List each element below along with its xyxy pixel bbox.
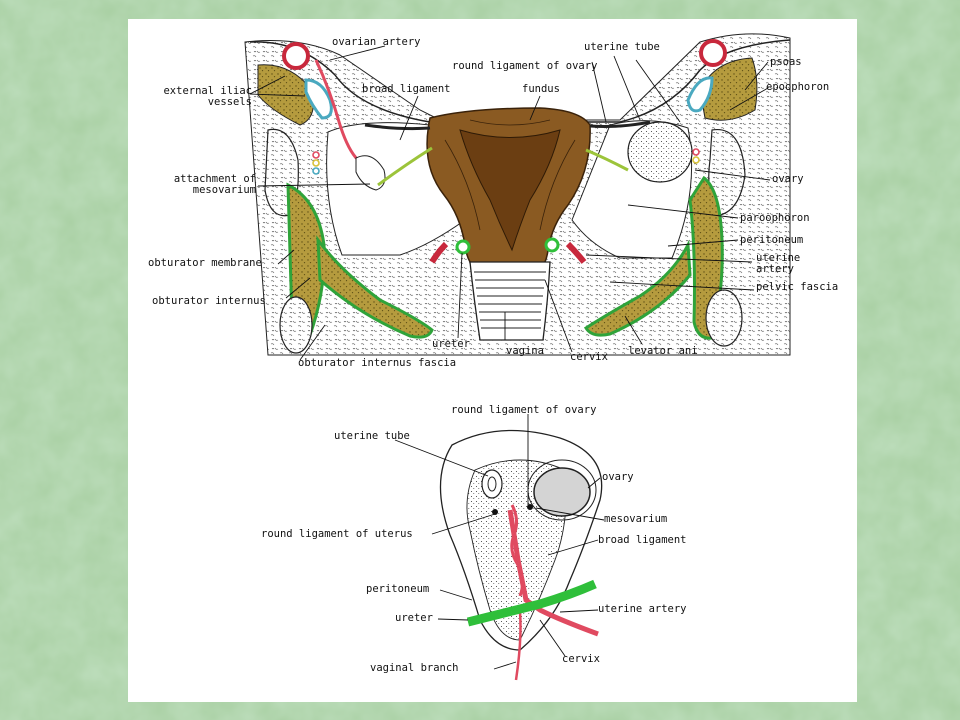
vagina <box>469 261 551 341</box>
label-round-ligament-of-ovary-top: round ligament of ovary <box>452 60 598 72</box>
ovary-left <box>355 155 386 191</box>
obturator-vessel-left-c <box>312 167 320 175</box>
label-paroophoron: paroophoron <box>740 212 810 224</box>
psoas-muscle-right <box>699 57 758 121</box>
label-peritoneum-bottom: peritoneum <box>366 583 430 595</box>
uterine-artery-left <box>429 241 449 264</box>
top-diagram <box>244 33 791 361</box>
label-obturator-internus: obturator internus <box>152 295 266 307</box>
label-uterine: uterine <box>756 252 801 264</box>
obturator-vessel-right-b <box>692 156 700 164</box>
external-iliac-artery-right <box>699 39 727 67</box>
vaginal-rugae <box>474 271 546 329</box>
label-peritoneum-top: peritoneum <box>740 234 804 246</box>
label-broad-ligament-top: broad ligament <box>362 83 451 95</box>
uterine-wall-lines <box>444 119 576 231</box>
label-levator-ani: levator ani <box>628 345 698 357</box>
ureter-vessel <box>466 579 597 627</box>
ovary <box>533 467 591 517</box>
uterine-artery-wavy <box>510 504 525 597</box>
bottom-leader-lines <box>394 414 605 670</box>
uterine-artery-right <box>565 241 587 264</box>
label-round-ligament-of-uterus: round ligament of uterus <box>261 528 413 540</box>
ischium-right <box>705 289 743 347</box>
ischium-left <box>279 296 313 354</box>
round-ligament-of-ovary-right <box>585 148 629 172</box>
external-iliac-vein-right <box>686 76 714 113</box>
obturator-vessel-left-a <box>312 151 320 159</box>
label-ureter-bottom: ureter <box>395 612 433 624</box>
label-ovary-top: ovary <box>772 173 804 185</box>
vaginal-branch-vessel <box>514 611 522 681</box>
label-ovary-bottom: ovary <box>602 471 634 483</box>
label-round-ligament-of-ovary-bottom: round ligament of ovary <box>451 404 597 416</box>
label-cervix-top: cervix <box>570 351 608 363</box>
label-ureter-top: ureter <box>432 338 470 350</box>
ureter-left <box>455 239 471 255</box>
uterine-tube-right-top <box>589 120 651 128</box>
external-iliac-artery-left <box>282 42 310 70</box>
external-iliac-vein-left <box>304 78 333 120</box>
ureter-right <box>544 237 560 253</box>
label-artery: artery <box>756 263 794 275</box>
label-obturator-membrane: obturator membrane <box>148 257 262 269</box>
label-external-iliac-vessels: vessels <box>207 96 252 108</box>
levator-ani-left <box>316 235 434 339</box>
label-uterine-artery-bottom: uterine artery <box>598 603 687 615</box>
label-obturator-internus-fascia: obturator internus fascia <box>298 357 457 369</box>
obturator-vessel-left-b <box>312 159 320 167</box>
uterine-tube-left-top <box>364 123 431 131</box>
label-fundus: fundus <box>522 83 560 95</box>
bottom-diagram <box>394 414 605 681</box>
label-attachment-of: attachment of <box>173 173 256 185</box>
round-ligament-of-uterus-dot <box>492 509 498 515</box>
round-ligament-of-ovary-left <box>377 146 433 187</box>
label-uterine-tube-bottom: uterine tube <box>334 430 410 442</box>
round-ligament-of-ovary-dot <box>527 504 533 510</box>
top-leader-lines <box>249 45 771 361</box>
label-mesovarium-bottom: mesovarium <box>604 513 668 525</box>
label-external-iliac: external iliac <box>163 85 252 97</box>
label-epoophoron: epoophoron <box>766 81 830 93</box>
label-psoas: psoas <box>770 56 802 68</box>
label-ovarian-artery: ovarian artery <box>332 36 421 48</box>
uterine-cavity <box>459 129 561 252</box>
label-vagina: vagina <box>506 345 544 357</box>
label-mesovarium-top: mesovarium <box>192 184 256 196</box>
levator-ani-right <box>583 239 692 337</box>
ovary-right <box>627 121 693 183</box>
uterine-tube-lumen <box>487 476 497 492</box>
label-broad-ligament-bottom: broad ligament <box>598 534 687 546</box>
obturator-vessel-right-a <box>692 148 700 156</box>
label-cervix-bottom: cervix <box>562 653 600 665</box>
label-pelvic-fascia: pelvic fascia <box>756 281 839 293</box>
label-uterine-tube-top: uterine tube <box>584 41 660 53</box>
label-vaginal-branch: vaginal branch <box>370 662 459 674</box>
